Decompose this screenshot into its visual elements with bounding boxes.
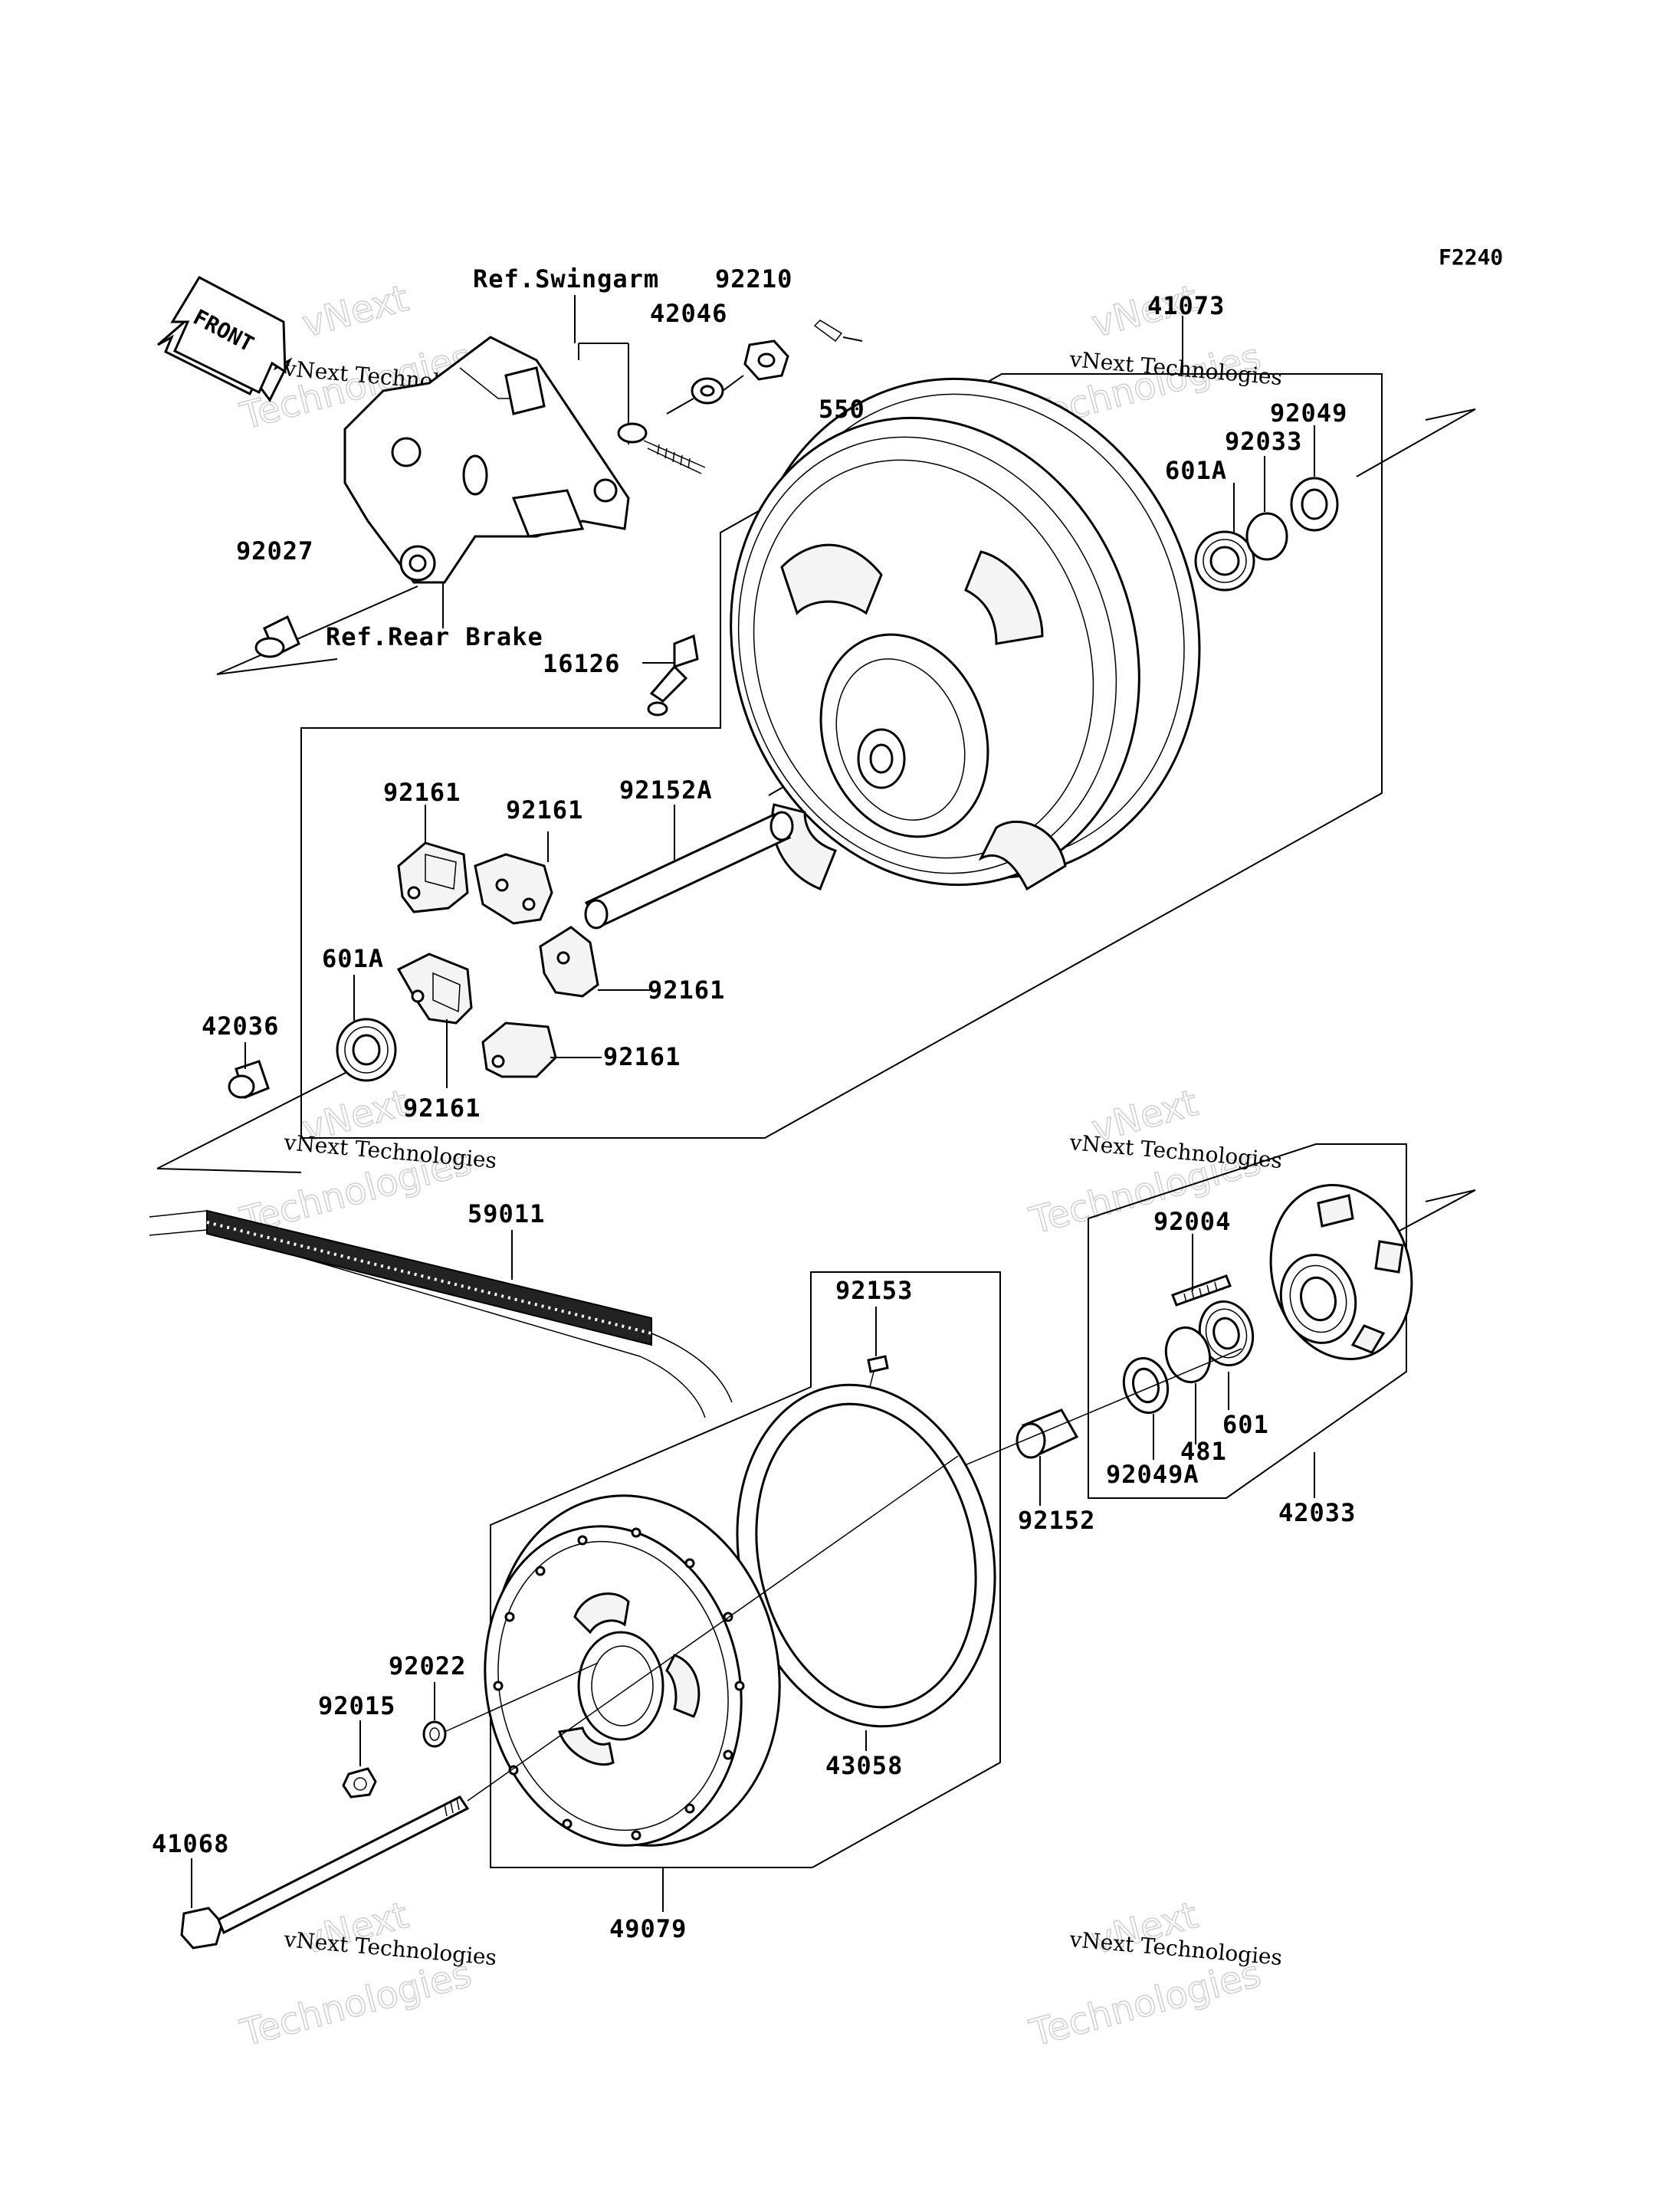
oil-seal-92049A xyxy=(1122,1356,1170,1415)
cotter-pin-550 xyxy=(813,320,843,343)
ref-swingarm-label: Ref.Swingarm xyxy=(473,264,659,293)
rear-wheel-41073 xyxy=(730,377,1201,891)
collar-92027 xyxy=(254,615,300,658)
label-92049A: 92049A xyxy=(1106,1460,1199,1489)
label-92027: 92027 xyxy=(236,536,313,566)
damper-rubber-92161-d xyxy=(396,953,473,1025)
label-92161-b: 92161 xyxy=(506,795,583,825)
oil-seal-92049 xyxy=(1290,477,1339,532)
label-481: 481 xyxy=(1180,1437,1227,1466)
sprocket-group-outline xyxy=(490,1271,1001,1868)
label-42036: 42036 xyxy=(202,1012,279,1041)
label-92161-d: 92161 xyxy=(603,1042,681,1071)
circlip-481 xyxy=(1164,1326,1212,1384)
label-43058: 43058 xyxy=(825,1751,903,1780)
hub-group-outline xyxy=(1088,1143,1407,1499)
label-42033: 42033 xyxy=(1278,1498,1356,1527)
sprocket-hub-42033 xyxy=(1269,1184,1413,1360)
label-92022: 92022 xyxy=(389,1651,466,1681)
rear-sprocket-49079 xyxy=(484,1494,781,1847)
label-41073: 41073 xyxy=(1147,291,1225,320)
label-49079: 49079 xyxy=(609,1914,687,1943)
label-92210: 92210 xyxy=(715,264,792,293)
label-601A-left: 601A xyxy=(322,944,384,973)
watermark-bottom-left: vNext Technologies vNext Technologies xyxy=(235,1893,497,2055)
damper-rubber-92161-e xyxy=(481,1021,557,1078)
wheel-group-outline xyxy=(300,373,1383,1139)
bolt-92153 xyxy=(867,1355,889,1388)
label-601A-top: 601A xyxy=(1165,456,1227,485)
label-92153: 92153 xyxy=(835,1276,913,1305)
label-42046: 42046 xyxy=(650,299,727,328)
svg-text:Technologies: Technologies xyxy=(1025,1953,1265,2055)
nut-92022 xyxy=(422,1720,447,1748)
svg-text:Technologies: Technologies xyxy=(236,1953,476,2055)
label-92161-e: 92161 xyxy=(403,1094,481,1123)
label-92033: 92033 xyxy=(1225,427,1302,456)
collar-92152 xyxy=(1016,1408,1079,1459)
watermark-bottom-right: vNext Technologies vNext Technologies xyxy=(1025,1893,1283,2055)
chain-adjuster-bolt xyxy=(617,422,706,474)
collar-92152A xyxy=(584,811,794,930)
ring-plate-43058 xyxy=(736,1383,996,1728)
label-41068: 41068 xyxy=(152,1829,229,1858)
svg-text:vNext: vNext xyxy=(298,277,413,346)
air-valve-16126 xyxy=(647,634,699,716)
diagram-code: F2240 xyxy=(1439,244,1503,270)
bearing-601 xyxy=(1198,1300,1255,1367)
bearing-601A-top xyxy=(1194,530,1255,592)
label-92049: 92049 xyxy=(1270,398,1347,428)
ref-rear-brake-label: Ref.Rear Brake xyxy=(326,622,543,651)
castle-nut-92210 xyxy=(743,339,789,381)
damper-rubber-92161-c xyxy=(539,926,599,998)
label-92152A: 92152A xyxy=(619,776,713,805)
label-92161-c: 92161 xyxy=(648,976,725,1005)
axle-41068 xyxy=(180,1795,470,1949)
damper-rubber-92161-b xyxy=(474,853,553,925)
axis-line-brake xyxy=(216,585,418,675)
label-92152: 92152 xyxy=(1018,1506,1095,1535)
axis-line-left xyxy=(156,1057,376,1169)
stud-92004 xyxy=(1171,1274,1232,1307)
label-92004: 92004 xyxy=(1153,1207,1231,1236)
brake-caliper-bracket xyxy=(343,336,630,584)
label-92161-a: 92161 xyxy=(383,778,461,807)
label-16126: 16126 xyxy=(543,649,620,678)
nut-92015 xyxy=(342,1767,377,1799)
collar-42036 xyxy=(228,1060,270,1099)
axis-line-top-right xyxy=(1356,408,1476,477)
bearing-601A-left xyxy=(336,1018,397,1082)
label-550: 550 xyxy=(819,395,865,424)
damper-rubber-92161-a xyxy=(397,841,469,913)
label-92015: 92015 xyxy=(318,1691,395,1720)
circlip-92033 xyxy=(1245,512,1288,561)
front-arrow-icon: FRONT xyxy=(157,276,293,402)
drive-belt-59011 xyxy=(149,1209,733,1418)
label-59011: 59011 xyxy=(468,1199,545,1228)
label-601: 601 xyxy=(1222,1410,1269,1439)
